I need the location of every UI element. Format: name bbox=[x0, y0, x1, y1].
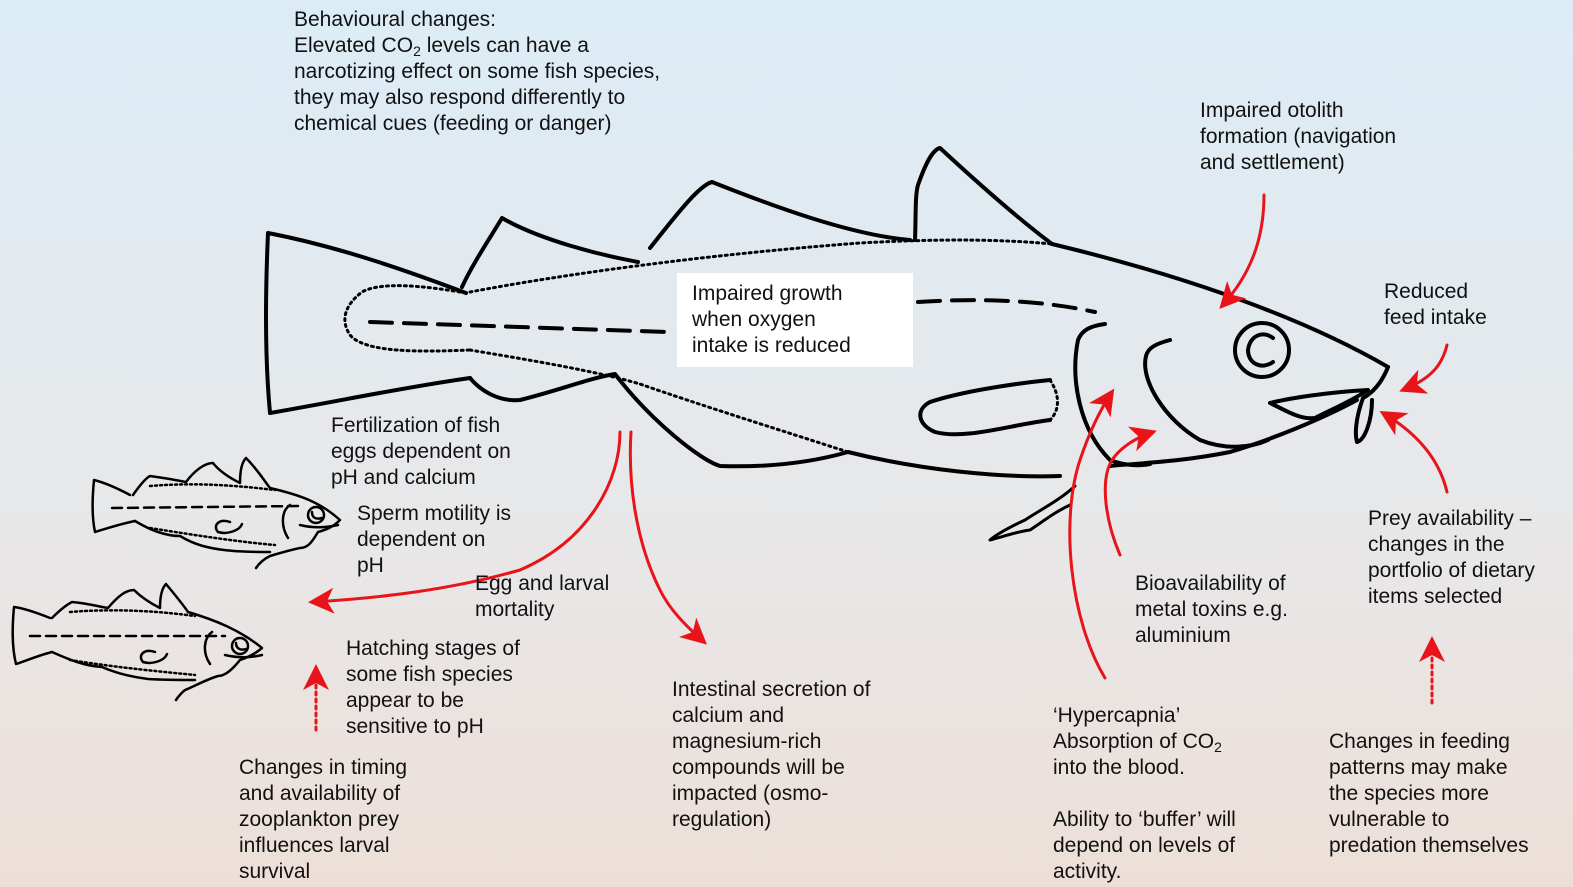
growth-label: Impaired growth when oxygen intake is re… bbox=[692, 281, 851, 359]
dorsal-fin-3 bbox=[915, 148, 1052, 244]
lateral-line-rear bbox=[370, 322, 668, 332]
feed-intake-label: Reduced feed intake bbox=[1384, 279, 1487, 331]
snout bbox=[1356, 367, 1388, 442]
hypercapnia-arrow bbox=[1070, 392, 1112, 678]
pupil bbox=[1248, 334, 1273, 365]
otolith-label: Impaired otolith formation (navigation a… bbox=[1200, 98, 1396, 176]
pelvic-fin bbox=[990, 486, 1075, 540]
intestinal-arrow bbox=[630, 432, 704, 642]
behavioural-label: Behavioural changes: Elevated CO2 levels… bbox=[294, 7, 660, 137]
pectoral-fin bbox=[920, 380, 1050, 434]
anal-fin-2 bbox=[470, 374, 848, 466]
prey-arrow bbox=[1383, 413, 1447, 492]
egg-mortality-label: Egg and larval mortality bbox=[475, 571, 609, 623]
sperm-label: Sperm motility is dependent on pH bbox=[357, 501, 511, 579]
fertilization-label: Fertilization of fish eggs dependent on … bbox=[331, 413, 511, 491]
metal-arrow bbox=[1105, 432, 1153, 555]
dorsal-fin-2 bbox=[650, 182, 910, 248]
hypercapnia-label: ‘Hypercapnia’ Absorption of CO2 into the… bbox=[1053, 703, 1236, 885]
belly-rear bbox=[848, 452, 1060, 476]
prey-label: Prey availability – changes in the portf… bbox=[1368, 506, 1535, 610]
eye-icon bbox=[1235, 323, 1289, 377]
small-fish-icon-1 bbox=[93, 458, 340, 568]
growth-box: Impaired growth when oxygen intake is re… bbox=[677, 273, 913, 367]
dorsal-fin-1 bbox=[462, 218, 638, 287]
small-fish-icon-2 bbox=[13, 584, 262, 700]
metal-toxins-label: Bioavailability of metal toxins e.g. alu… bbox=[1135, 571, 1288, 649]
otolith-arrow bbox=[1222, 195, 1264, 306]
lateral-line-front bbox=[918, 300, 1095, 312]
zooplankton-label: Changes in timing and availability of zo… bbox=[239, 755, 407, 885]
back-line bbox=[1052, 244, 1388, 367]
hatching-label: Hatching stages of some fish species app… bbox=[346, 636, 520, 740]
intestinal-label: Intestinal secretion of calcium and magn… bbox=[672, 677, 870, 833]
feed-arrow bbox=[1403, 345, 1447, 390]
pectoral-fin-dotted bbox=[1050, 380, 1058, 420]
dotted-tail-loop bbox=[345, 286, 470, 351]
predation-label: Changes in feeding patterns may make the… bbox=[1329, 729, 1529, 859]
